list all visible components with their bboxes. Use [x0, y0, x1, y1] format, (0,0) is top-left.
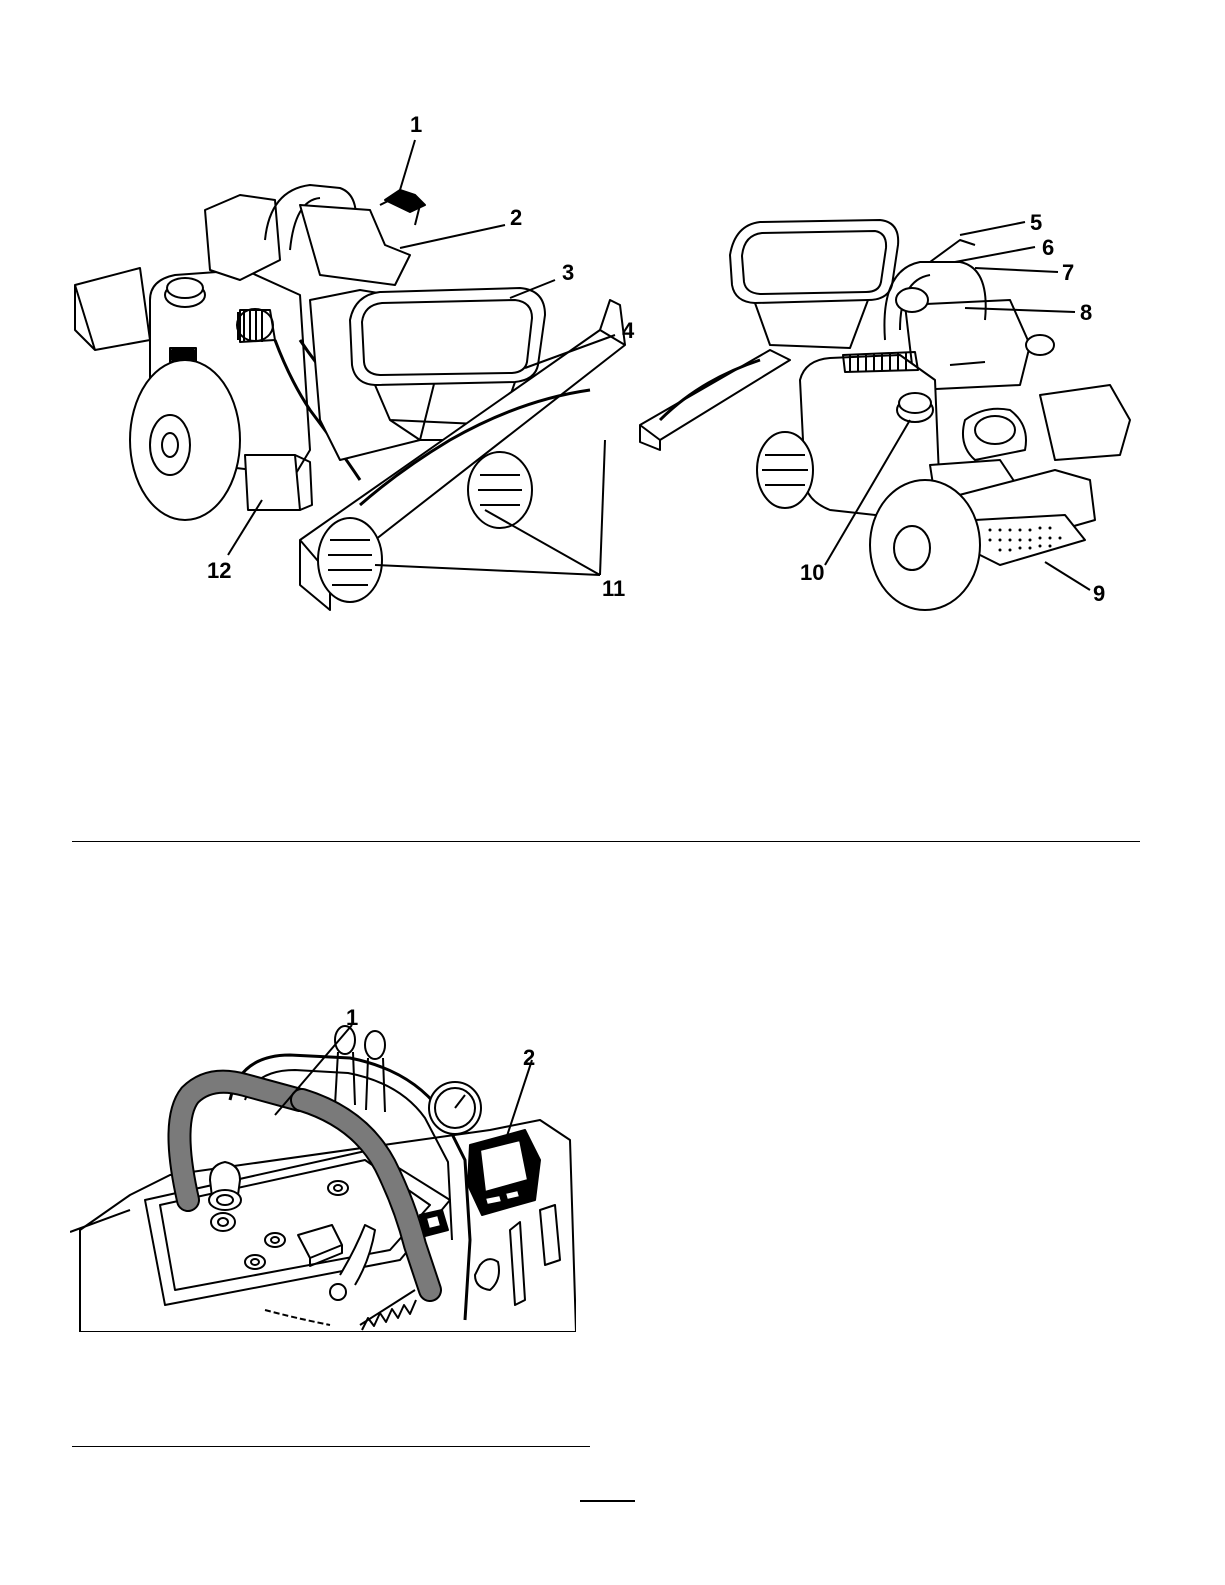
callout-4: 4: [622, 320, 634, 342]
callout-6: 6: [1042, 237, 1054, 259]
figure-2-divider: [72, 1446, 590, 1447]
callout-2: 2: [510, 207, 522, 229]
callout-10: 10: [800, 562, 824, 584]
callout-fig2-1: 1: [346, 1007, 358, 1029]
figure-1-machine-illustration: [0, 0, 1225, 620]
callout-12: 12: [207, 560, 231, 582]
callout-1: 1: [410, 114, 422, 136]
callout-7: 7: [1062, 262, 1074, 284]
callout-3: 3: [562, 262, 574, 284]
callout-11: 11: [602, 578, 625, 600]
callout-8: 8: [1080, 302, 1092, 324]
callout-fig2-2: 2: [523, 1047, 535, 1069]
figure-2-handlebar-illustration: [70, 1000, 590, 1340]
callout-5: 5: [1030, 212, 1042, 234]
page-number-rule: [580, 1500, 635, 1502]
callout-9: 9: [1093, 583, 1105, 605]
section-divider: [72, 841, 1140, 842]
